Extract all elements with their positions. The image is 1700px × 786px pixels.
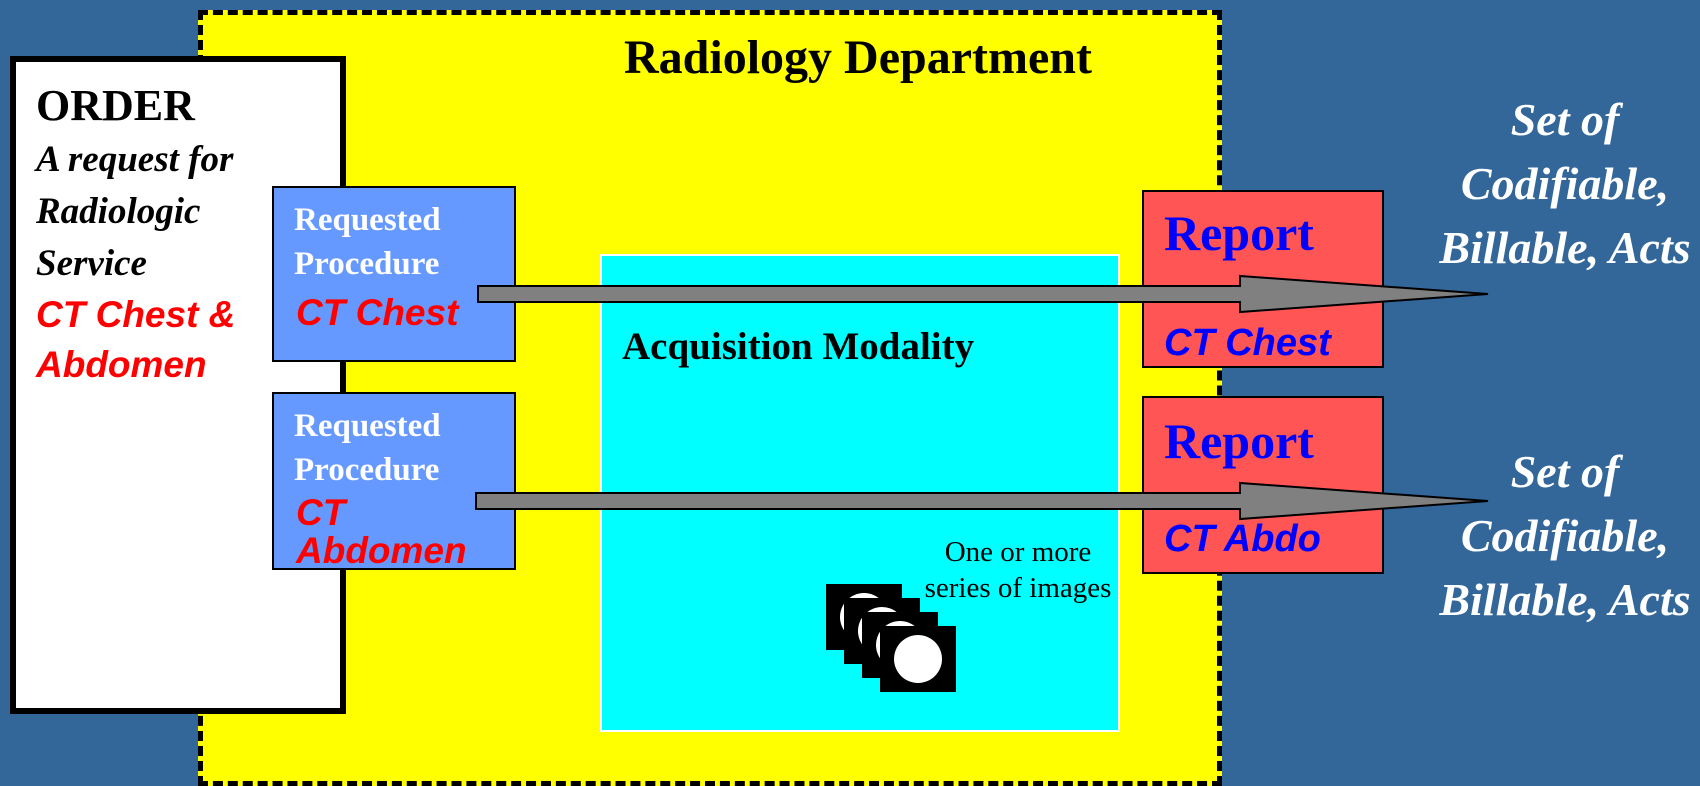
image-stack-icon bbox=[826, 584, 956, 692]
order-title: ORDER bbox=[36, 81, 195, 130]
modality-label: Acquisition Modality bbox=[622, 325, 975, 368]
order-description: A request for Radiologic Service bbox=[36, 139, 234, 284]
department-title: Radiology Department bbox=[624, 31, 1092, 84]
order-item: CT Chest & Abdomen bbox=[36, 294, 236, 385]
output-acts-abdomen: Set of Codifiable, Billable, Acts bbox=[1439, 446, 1691, 625]
report-item: CT Chest bbox=[1164, 322, 1331, 364]
requested-procedure-item: CT Abdomen bbox=[296, 492, 467, 571]
output-acts-chest: Set of Codifiable, Billable, Acts bbox=[1439, 94, 1691, 273]
series-label: One or more series of images bbox=[924, 536, 1112, 604]
requested-procedure-box-chest bbox=[272, 186, 516, 362]
report-label: Report bbox=[1164, 413, 1314, 469]
report-item: CT Abdo bbox=[1164, 518, 1321, 560]
order-box bbox=[10, 56, 346, 714]
report-label: Report bbox=[1164, 205, 1314, 261]
requested-procedure-box-abdomen bbox=[272, 392, 516, 570]
image-series-icon bbox=[826, 584, 956, 692]
requested-procedure-label: Requested Procedure bbox=[294, 408, 441, 488]
requested-procedure-label: Requested Procedure bbox=[294, 202, 441, 282]
requested-procedure-item: CT Chest bbox=[296, 292, 459, 333]
